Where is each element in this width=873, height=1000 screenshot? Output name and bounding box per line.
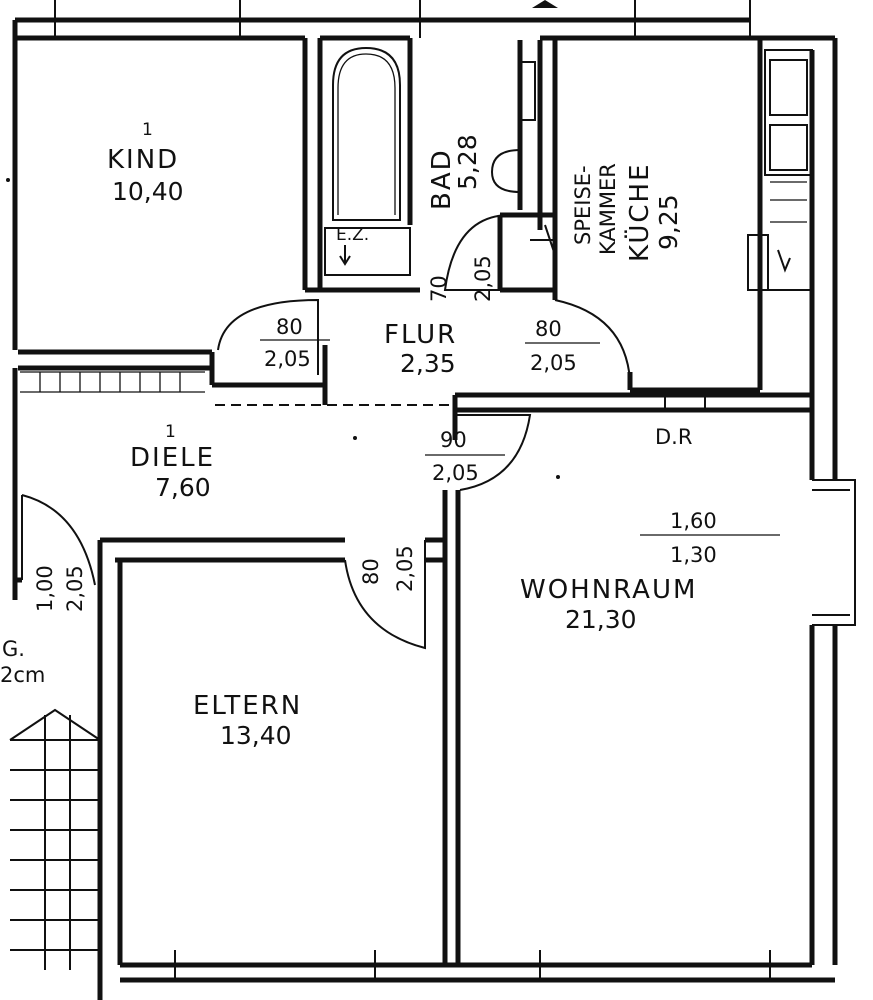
entrance-door-width: 1,00 <box>33 565 57 612</box>
bad-area: 5,28 <box>453 134 482 190</box>
window-marks <box>54 0 856 980</box>
kind-name: KIND <box>107 145 179 175</box>
bad-door-width: 70 <box>427 275 451 302</box>
eltern-door-width: 80 <box>359 558 383 585</box>
flur-left-door-height: 2,05 <box>264 347 311 371</box>
wohnraum-name: WOHNRAUM <box>520 575 697 605</box>
kueche-area: 9,25 <box>654 194 683 250</box>
walls <box>12 17 838 1000</box>
arrow-icon <box>532 0 558 8</box>
bathtub <box>324 46 411 276</box>
scan-dot <box>6 178 10 182</box>
arrow-down-icon <box>339 245 351 266</box>
diele-area: 7,60 <box>155 473 211 502</box>
stair-g-label: G. <box>2 637 25 661</box>
scan-dot <box>353 436 357 440</box>
speise-name2: KAMMER <box>596 163 620 255</box>
flur-left-door-width: 80 <box>276 315 303 339</box>
door-swings <box>21 214 631 650</box>
diele-name: DIELE <box>130 443 215 473</box>
speise-name1: SPEISE- <box>571 165 595 245</box>
diele-door-height: 2,05 <box>432 461 479 485</box>
bad-name: BAD <box>427 148 457 210</box>
dr-label: D.R <box>655 425 692 449</box>
entrance-door-height: 2,05 <box>63 565 87 612</box>
diele-mark: 1 <box>165 422 176 442</box>
flur-name: FLUR <box>384 320 457 350</box>
diele-door-width: 90 <box>440 428 467 452</box>
railing <box>20 371 205 393</box>
eltern-door-height: 2,05 <box>393 545 417 592</box>
kind-mark: 1 <box>142 120 153 140</box>
kitchen-counter <box>747 49 813 291</box>
eltern-area: 13,40 <box>220 721 292 750</box>
staircase <box>9 708 101 970</box>
window-height: 1,30 <box>670 543 717 567</box>
scan-dot <box>556 475 560 479</box>
window-width: 1,60 <box>670 509 717 533</box>
flur-right-door-height: 2,05 <box>530 351 577 375</box>
kueche-name: KÜCHE <box>623 162 655 262</box>
flur-area: 2,35 <box>400 349 456 378</box>
eltern-name: ELTERN <box>193 691 302 721</box>
kind-area: 10,40 <box>112 177 184 206</box>
flur-right-door-width: 80 <box>535 317 562 341</box>
fraction-lines <box>260 339 780 536</box>
toilet <box>490 61 556 256</box>
bad-door-height: 2,05 <box>471 255 495 302</box>
stair-cm-label: 2cm <box>0 663 45 687</box>
ez-label: E.Z. <box>336 225 369 245</box>
wohnraum-area: 21,30 <box>565 605 637 634</box>
